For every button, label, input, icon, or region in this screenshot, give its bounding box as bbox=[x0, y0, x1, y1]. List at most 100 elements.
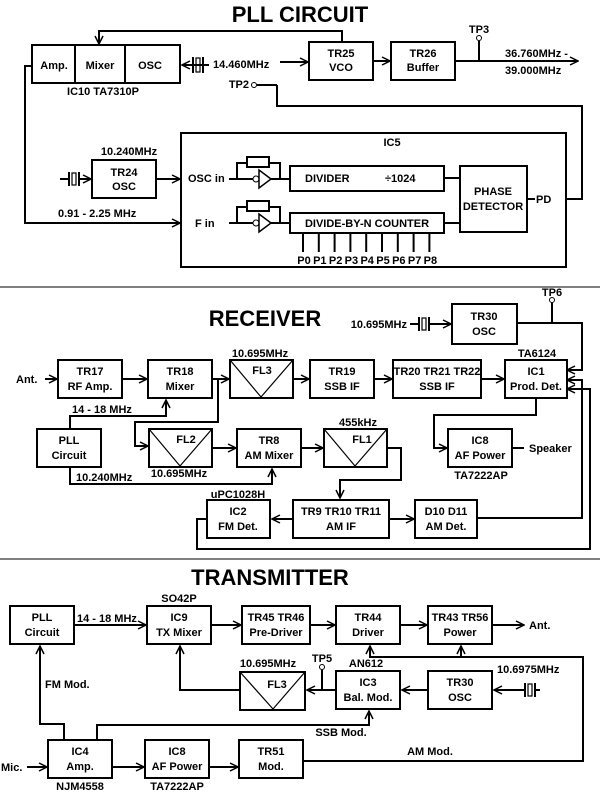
tr20-22-ssb-if-label: SSB IF bbox=[419, 381, 455, 393]
pre-driver-label: Pre-Driver bbox=[249, 627, 303, 639]
mic-label: Mic. bbox=[1, 762, 22, 774]
tr8-label: TR8 bbox=[259, 435, 280, 447]
rx-ic8-chip: TA7222AP bbox=[454, 470, 508, 482]
ic3-label: IC3 bbox=[359, 677, 376, 689]
ic10-amp: Amp. bbox=[40, 60, 68, 72]
tx-filter-fl3: FL3 bbox=[239, 671, 306, 711]
tp5-label: TP5 bbox=[312, 653, 332, 665]
ic2-label: IC2 bbox=[229, 506, 246, 518]
driver-label: Driver bbox=[352, 627, 385, 639]
tp2-label: TP2 bbox=[229, 79, 249, 91]
rx-pll-circuit-block bbox=[36, 428, 102, 468]
fm-det-label: FM Det. bbox=[218, 521, 258, 533]
tx-ic8-label: IC8 bbox=[168, 746, 185, 758]
counter-pin-label: P0 bbox=[297, 255, 310, 267]
tr25-label: TR25 bbox=[328, 48, 355, 60]
tr24-osc-block bbox=[91, 159, 157, 199]
rx-mixer-label: Mixer bbox=[166, 381, 195, 393]
am-if-label: AM IF bbox=[326, 521, 356, 533]
tr19-ssb-if-label: SSB IF bbox=[324, 381, 360, 393]
phase-label: PHASE bbox=[474, 186, 512, 198]
ic1-label: IC1 bbox=[527, 366, 544, 378]
ic4-amp-label: Amp. bbox=[66, 761, 94, 773]
ic10-osc: OSC bbox=[138, 60, 162, 72]
crystal-icon bbox=[494, 683, 540, 697]
bal-mod-label: Bal. Mod. bbox=[344, 692, 393, 704]
rx-tr30-label: TR30 bbox=[471, 311, 498, 323]
ic5-label: IC5 bbox=[383, 137, 400, 149]
counter-pin-label: P1 bbox=[313, 255, 326, 267]
tr43-56-power-block bbox=[427, 605, 493, 645]
receiver-title: RECEIVER bbox=[209, 306, 322, 331]
tx-fl3-label: FL3 bbox=[267, 679, 287, 691]
rx-fl3-label: FL3 bbox=[252, 365, 272, 377]
fm-mod-label: FM Mod. bbox=[45, 679, 90, 691]
counter-pin-label: P7 bbox=[408, 255, 421, 267]
tr19-label: TR19 bbox=[329, 366, 356, 378]
filter-fl1: FL1 bbox=[323, 428, 388, 468]
ic4-label: IC4 bbox=[71, 746, 89, 758]
ic3-chip-label: AN612 bbox=[349, 658, 383, 670]
tr24-label: TR24 bbox=[111, 167, 139, 179]
tx-circuit-label: Circuit bbox=[25, 627, 60, 639]
rx-tr30-osc-label: OSC bbox=[472, 326, 496, 338]
fl1-freq: 455kHz bbox=[339, 417, 377, 429]
transmitter-title: TRANSMITTER bbox=[191, 565, 349, 590]
inverter-amp-icon bbox=[229, 200, 290, 234]
tx-ant-label: Ant. bbox=[529, 620, 550, 632]
tr9-11-label: TR9 TR10 TR11 bbox=[301, 506, 381, 518]
tr26-label: TR26 bbox=[410, 48, 437, 60]
rx-ic8-label: IC8 bbox=[471, 435, 488, 447]
tx-osc-freq: 10.6975MHz bbox=[497, 664, 560, 676]
speaker-label: Speaker bbox=[529, 443, 573, 455]
divider-ratio: ÷1024 bbox=[385, 173, 416, 185]
tr17-label: TR17 bbox=[77, 366, 104, 378]
tx-lo-range: 14 - 18 MHz bbox=[77, 613, 137, 625]
fl2-label: FL2 bbox=[176, 434, 196, 446]
fl1-label: FL1 bbox=[352, 434, 372, 446]
power-label: Power bbox=[443, 627, 477, 639]
tr45-46-label: TR45 TR46 bbox=[248, 612, 305, 624]
crystal-icon bbox=[60, 172, 91, 186]
tr8-am-mixer-block bbox=[236, 428, 302, 468]
counter-label: DIVIDE-BY-N COUNTER bbox=[305, 218, 429, 230]
tr24-osc-label: OSC bbox=[112, 181, 136, 193]
d10-11-am-det-block bbox=[414, 499, 478, 539]
rx-af-power-label: AF Power bbox=[455, 450, 506, 462]
tx-tr30-label: TR30 bbox=[447, 677, 474, 689]
am-mod-label: AM Mod. bbox=[407, 746, 453, 758]
counter-pin-label: P6 bbox=[392, 255, 405, 267]
counter-pin-label: P8 bbox=[424, 255, 437, 267]
counter-pin-label: P4 bbox=[360, 255, 374, 267]
counter-pin-label: P3 bbox=[345, 255, 358, 267]
tx-tr30-osc-label: OSC bbox=[448, 692, 472, 704]
am-det-label: AM Det. bbox=[426, 521, 467, 533]
tr51-mod-block bbox=[238, 739, 304, 779]
tx-fl3-freq: 10.695MHz bbox=[240, 658, 297, 670]
pll-output-freq-1: 36.760MHz - bbox=[505, 48, 568, 60]
tr45-46-pre-driver-block bbox=[241, 605, 311, 645]
pll-title: PLL CIRCUIT bbox=[232, 2, 369, 27]
filter-fl3: FL3 bbox=[229, 359, 294, 399]
tx-af-power-label: AF Power bbox=[152, 761, 203, 773]
ic4-amp-block bbox=[47, 739, 113, 779]
tr44-label: TR44 bbox=[355, 612, 383, 624]
tx-mixer-label: TX Mixer bbox=[156, 627, 203, 639]
ic4-chip-label: NJM4558 bbox=[56, 781, 104, 793]
rx-pll-label: PLL bbox=[59, 435, 80, 447]
f-in-label: F in bbox=[195, 218, 215, 230]
pd-label: PD bbox=[536, 194, 551, 206]
ic10-block: Amp. Mixer OSC bbox=[31, 44, 181, 84]
if-range-label: 0.91 - 2.25 MHz bbox=[58, 208, 137, 220]
ic9-tx-mixer-block bbox=[146, 605, 212, 645]
ic2-chip-label: uPC1028H bbox=[211, 489, 265, 501]
rf-amp-label: RF Amp. bbox=[68, 381, 113, 393]
rx-circuit-label: Circuit bbox=[52, 450, 87, 462]
tx-tr30-osc-block bbox=[427, 670, 493, 710]
ic3-bal-mod-block bbox=[335, 670, 401, 710]
ic9-label: IC9 bbox=[170, 612, 187, 624]
crystal-icon bbox=[182, 57, 209, 73]
prod-det-label: Prod. Det. bbox=[510, 381, 562, 393]
ic10-mixer: Mixer bbox=[86, 60, 115, 72]
